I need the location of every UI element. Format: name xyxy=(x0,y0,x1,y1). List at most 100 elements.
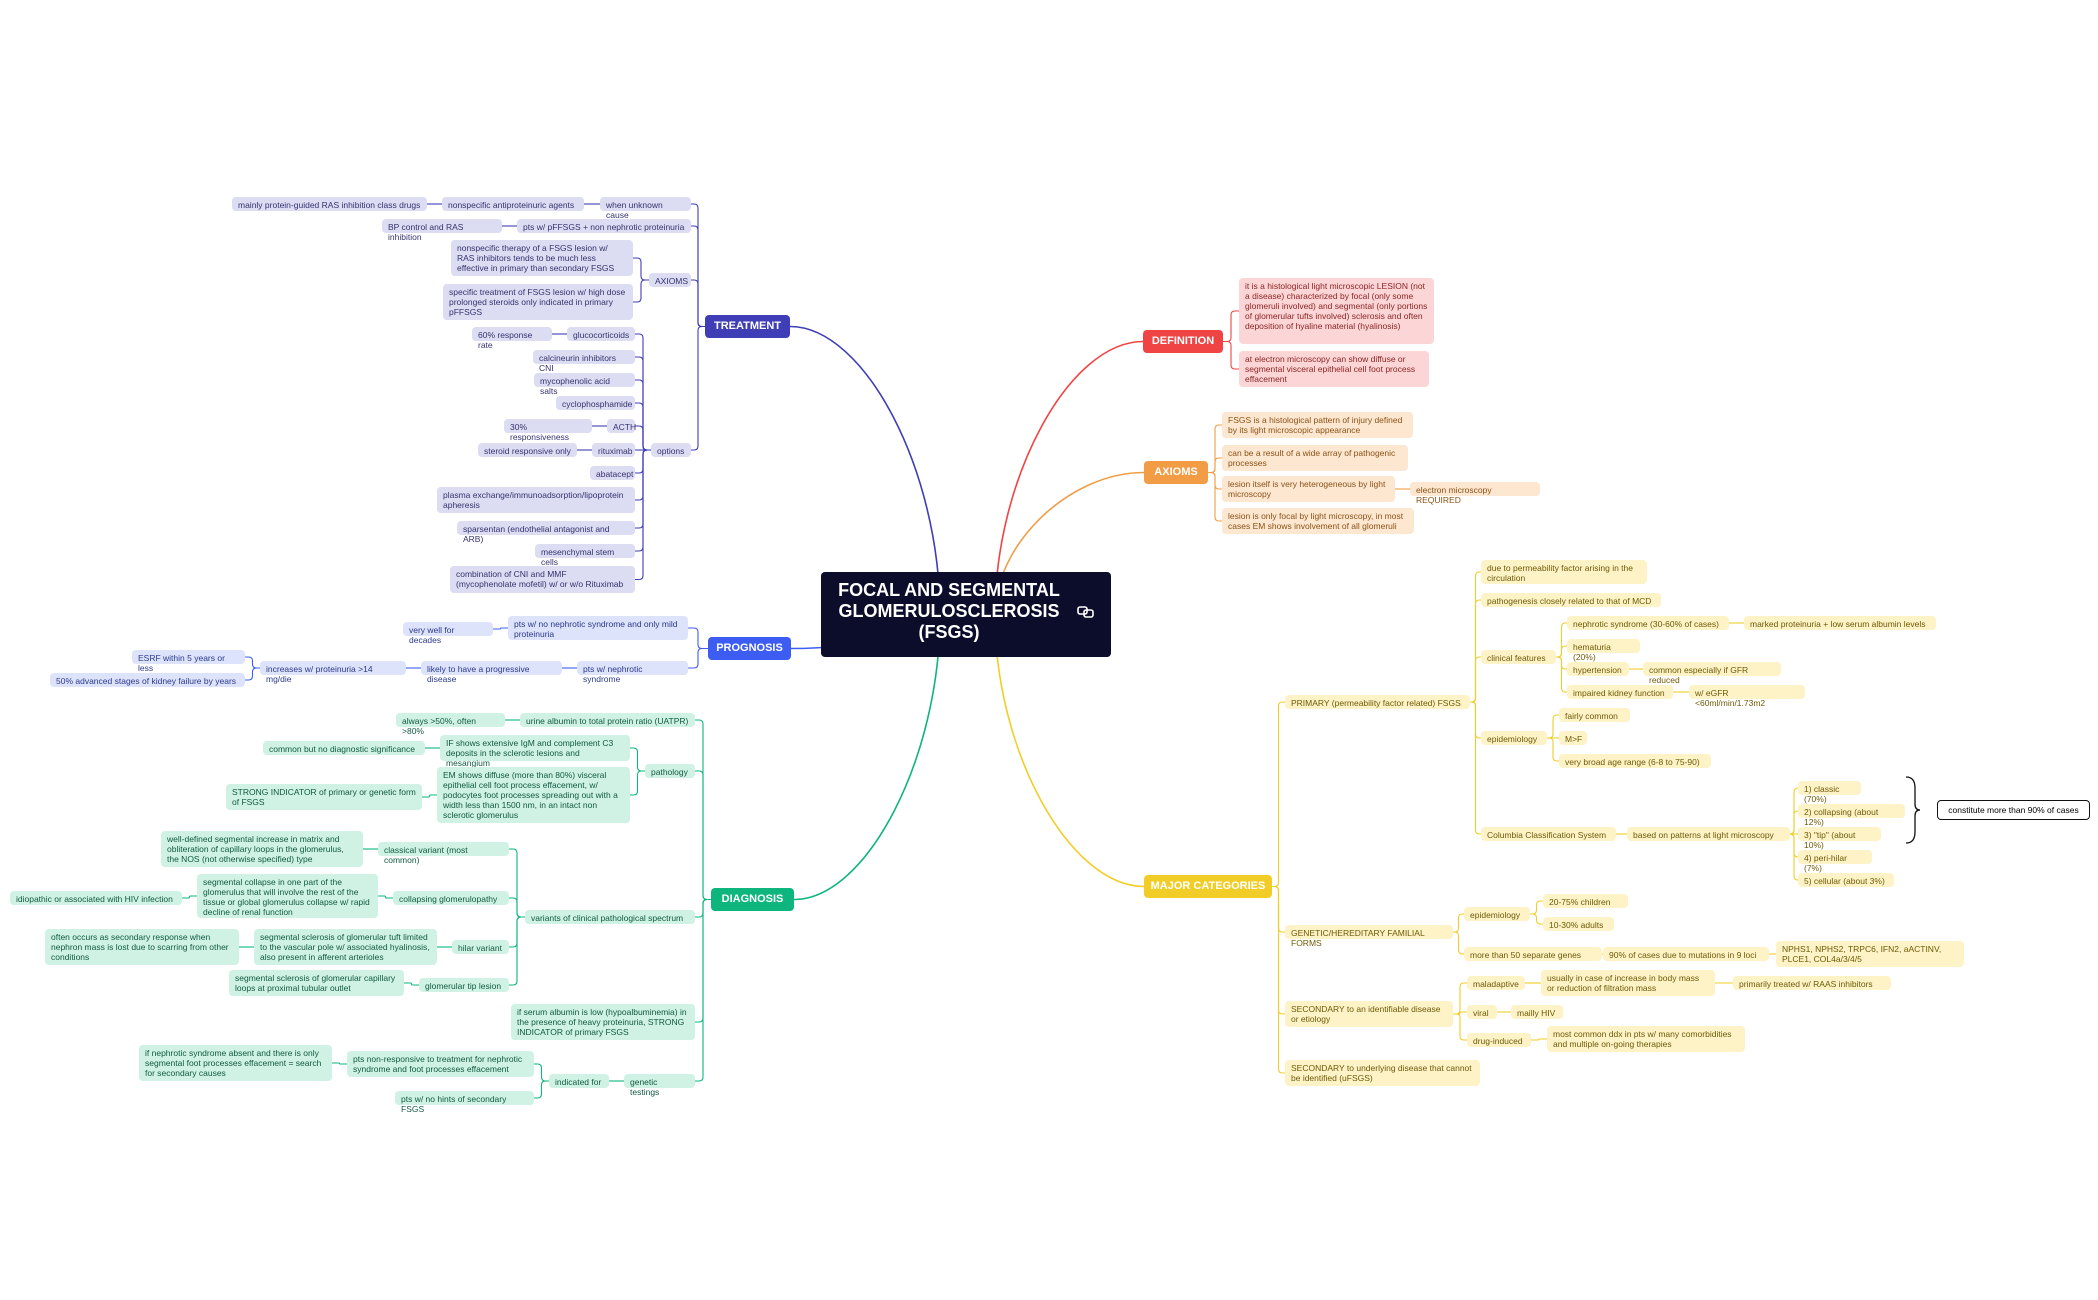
topic-diagnosis-always[interactable]: always >50%, often >80% xyxy=(396,713,505,736)
main-topic-diagnosis[interactable]: DIAGNOSIS xyxy=(711,888,794,911)
topic-treatment-ax1[interactable]: nonspecific therapy of a FSGS lesion w/ … xyxy=(451,240,633,276)
topic-prognosis-increases[interactable]: increases w/ proteinuria >14 mg/die xyxy=(260,661,406,684)
topic-categories-viral[interactable]: viral xyxy=(1467,1005,1497,1019)
topic-axioms-em[interactable]: electron microscopy REQUIRED xyxy=(1410,482,1540,505)
topic-axioms-a2[interactable]: can be a result of a wide array of patho… xyxy=(1222,445,1408,471)
topic-diagnosis-strong[interactable]: STRONG INDICATOR of primary or genetic f… xyxy=(226,784,422,810)
topic-treatment-mainly[interactable]: mainly protein-guided RAS inhibition cla… xyxy=(232,197,427,211)
link-icon[interactable] xyxy=(1077,605,1095,619)
topic-treatment-nonspecific[interactable]: nonspecific antiproteinuric agents xyxy=(442,197,584,211)
topic-axioms-a1[interactable]: FSGS is a histological pattern of injury… xyxy=(1222,412,1413,438)
main-topic-definition[interactable]: DEFINITION xyxy=(1143,330,1223,353)
topic-categories-c4[interactable]: 4) peri-hilar (7%) xyxy=(1798,850,1872,873)
topic-categories-nephrotic[interactable]: nephrotic syndrome (30-60% of cases) xyxy=(1567,616,1729,630)
topic-diagnosis-ifneph[interactable]: if nephrotic syndrome absent and there i… xyxy=(139,1045,332,1081)
topic-diagnosis-uatpr[interactable]: urine albumin to total protein ratio (UA… xyxy=(520,713,695,727)
topic-prognosis-decades[interactable]: very well for decades xyxy=(403,622,493,645)
topic-categories-epi[interactable]: epidemiology xyxy=(1481,731,1547,745)
topic-categories-ninety[interactable]: 90% of cases due to mutations in 9 loci xyxy=(1603,947,1769,961)
root-topic[interactable]: FOCAL AND SEGMENTAL GLOMERULOSCLEROSIS (… xyxy=(821,572,1111,657)
topic-diagnosis-nonresp[interactable]: pts non-responsive to treatment for neph… xyxy=(347,1051,534,1077)
topic-treatment-mesench[interactable]: mesenchymal stem cells xyxy=(535,544,635,567)
topic-diagnosis-hilar[interactable]: hilar variant xyxy=(452,940,509,954)
topic-treatment-ritux[interactable]: rituximab xyxy=(592,443,635,457)
topic-categories-mf[interactable]: M>F xyxy=(1559,731,1587,745)
topic-diagnosis-em[interactable]: EM shows diffuse (more than 80%) viscera… xyxy=(437,767,630,823)
topic-categories-gepi[interactable]: epidemiology xyxy=(1464,907,1530,921)
topic-diagnosis-variants[interactable]: variants of clinical pathological spectr… xyxy=(525,910,695,924)
topic-diagnosis-segcollapse[interactable]: segmental collapse in one part of the gl… xyxy=(197,874,378,918)
topic-treatment-myco[interactable]: mycophenolic acid salts xyxy=(534,373,635,396)
topic-categories-drug[interactable]: drug-induced xyxy=(1467,1033,1531,1047)
topic-diagnosis-segcap[interactable]: segmental sclerosis of glomerular capill… xyxy=(229,970,404,996)
topic-treatment-bp[interactable]: BP control and RAS inhibition xyxy=(382,219,502,242)
topic-categories-genetic[interactable]: GENETIC/HEREDITARY FAMILIAL FORMS xyxy=(1285,925,1453,948)
topic-categories-p1[interactable]: due to permeability factor arising in th… xyxy=(1481,560,1647,584)
main-topic-categories[interactable]: MAJOR CATEGORIES xyxy=(1144,875,1272,898)
topic-categories-based[interactable]: based on patterns at light microscopy xyxy=(1627,827,1790,841)
topic-diagnosis-nohints[interactable]: pts w/ no hints of secondary FSGS xyxy=(395,1091,534,1114)
topic-categories-hypertension[interactable]: hypertension xyxy=(1567,662,1629,676)
topic-treatment-resp60[interactable]: 60% response rate xyxy=(472,327,552,350)
topic-categories-hematuria[interactable]: hematuria (20%) xyxy=(1567,639,1640,662)
topic-categories-usually[interactable]: usually in case of increase in body mass… xyxy=(1541,970,1715,996)
topic-categories-c1[interactable]: 1) classic (70%) xyxy=(1798,781,1861,804)
topic-diagnosis-idiopathic[interactable]: idiopathic or associated with HIV infect… xyxy=(10,891,182,905)
topic-definition-d1[interactable]: it is a histological light microscopic L… xyxy=(1239,278,1434,344)
topic-treatment-axioms[interactable]: AXIOMS xyxy=(649,273,691,287)
topic-diagnosis-common[interactable]: common but no diagnostic significance xyxy=(263,741,425,755)
topic-treatment-acth[interactable]: ACTH xyxy=(607,419,636,433)
topic-diagnosis-pathology[interactable]: pathology xyxy=(645,764,695,778)
main-topic-prognosis[interactable]: PROGNOSIS xyxy=(708,637,791,660)
topic-diagnosis-segscler[interactable]: segmental sclerosis of glomerular tuft l… xyxy=(254,929,437,965)
topic-treatment-combo[interactable]: combination of CNI and MMF (mycophenolat… xyxy=(450,566,635,593)
topic-axioms-a3[interactable]: lesion itself is very heterogeneous by l… xyxy=(1222,476,1395,502)
topic-categories-broad[interactable]: very broad age range (6-8 to 75-90) xyxy=(1559,754,1711,768)
topic-diagnosis-indicated[interactable]: indicated for xyxy=(549,1074,609,1088)
topic-treatment-ptsfsgs[interactable]: pts w/ pFFSGS + non nephrotic proteinuri… xyxy=(517,219,691,233)
constitute-note[interactable]: constitute more than 90% of cases xyxy=(1937,800,2090,820)
topic-prognosis-nonneph[interactable]: pts w/ no nephrotic syndrome and only mi… xyxy=(508,616,688,640)
topic-treatment-steroid[interactable]: steroid responsive only xyxy=(478,443,577,457)
topic-treatment-resp30[interactable]: 30% responsiveness xyxy=(504,419,592,442)
topic-categories-undet[interactable]: SECONDARY to underlying disease that can… xyxy=(1285,1060,1480,1086)
topic-categories-primary[interactable]: PRIMARY (permeability factor related) FS… xyxy=(1285,695,1470,709)
topic-diagnosis-genetic[interactable]: genetic testings xyxy=(624,1074,695,1097)
topic-categories-p2[interactable]: pathogenesis closely related to that of … xyxy=(1481,593,1661,607)
topic-diagnosis-often[interactable]: often occurs as secondary response when … xyxy=(45,929,239,965)
topic-categories-primarily[interactable]: primarily treated w/ RAAS inhibitors xyxy=(1733,976,1891,990)
topic-treatment-sparsentan[interactable]: sparsentan (endothelial antagonist and A… xyxy=(457,521,635,544)
topic-treatment-unknown[interactable]: when unknown cause xyxy=(600,197,691,220)
topic-treatment-abata[interactable]: abatacept xyxy=(590,466,635,480)
topic-categories-clinical[interactable]: clinical features xyxy=(1481,650,1556,664)
topic-categories-c5[interactable]: 5) cellular (about 3%) xyxy=(1798,873,1894,887)
topic-categories-genes[interactable]: more than 50 separate genes xyxy=(1464,947,1602,961)
main-topic-treatment[interactable]: TREATMENT xyxy=(705,315,790,338)
topic-treatment-ax2[interactable]: specific treatment of FSGS lesion w/ hig… xyxy=(443,284,633,320)
topic-categories-maladaptive[interactable]: maladaptive xyxy=(1467,976,1525,990)
topic-prognosis-esrf[interactable]: ESRF within 5 years or less xyxy=(132,650,245,673)
topic-categories-c2[interactable]: 2) collapsing (about 12%) xyxy=(1798,804,1905,827)
topic-treatment-plasma[interactable]: plasma exchange/immunoadsorption/lipopro… xyxy=(437,487,635,513)
topic-diagnosis-classical[interactable]: classical variant (most common) xyxy=(378,842,509,865)
topic-categories-c3[interactable]: 3) "tip" (about 10%) xyxy=(1798,827,1881,850)
topic-categories-egfr[interactable]: w/ eGFR <60ml/min/1.73m2 xyxy=(1689,685,1805,708)
topic-diagnosis-collapsing[interactable]: collapsing glomerulopathy xyxy=(393,891,509,905)
topic-categories-loci[interactable]: NPHS1, NPHS2, TRPC6, IFN2, aACTINV, PLCE… xyxy=(1776,941,1964,967)
topic-categories-children[interactable]: 20-75% children xyxy=(1543,894,1628,908)
main-topic-axioms[interactable]: AXIOMS xyxy=(1144,461,1208,484)
topic-categories-secondary[interactable]: SECONDARY to an identifiable disease or … xyxy=(1285,1001,1453,1027)
topic-diagnosis-serum[interactable]: if serum albumin is low (hypoalbuminemia… xyxy=(511,1004,695,1040)
topic-prognosis-likely[interactable]: likely to have a progressive disease xyxy=(421,661,562,684)
topic-categories-fairly[interactable]: fairly common xyxy=(1559,708,1630,722)
topic-categories-mostcommon[interactable]: most common ddx in pts w/ many comorbidi… xyxy=(1547,1026,1745,1052)
topic-treatment-gluco[interactable]: glucocorticoids xyxy=(567,327,635,341)
topic-diagnosis-tip[interactable]: glomerular tip lesion xyxy=(419,978,509,992)
topic-diagnosis-welldef[interactable]: well-defined segmental increase in matri… xyxy=(161,831,363,867)
topic-treatment-cni[interactable]: calcineurin inhibitors CNI xyxy=(533,350,635,373)
topic-definition-d2[interactable]: at electron microscopy can show diffuse … xyxy=(1239,351,1429,387)
topic-diagnosis-iigm[interactable]: IF shows extensive IgM and complement C3… xyxy=(440,735,630,768)
topic-categories-impaired[interactable]: impaired kidney function xyxy=(1567,685,1673,699)
topic-categories-columbia[interactable]: Columbia Classification System xyxy=(1481,827,1616,841)
topic-categories-hypercommon[interactable]: common especially if GFR reduced xyxy=(1643,662,1781,685)
